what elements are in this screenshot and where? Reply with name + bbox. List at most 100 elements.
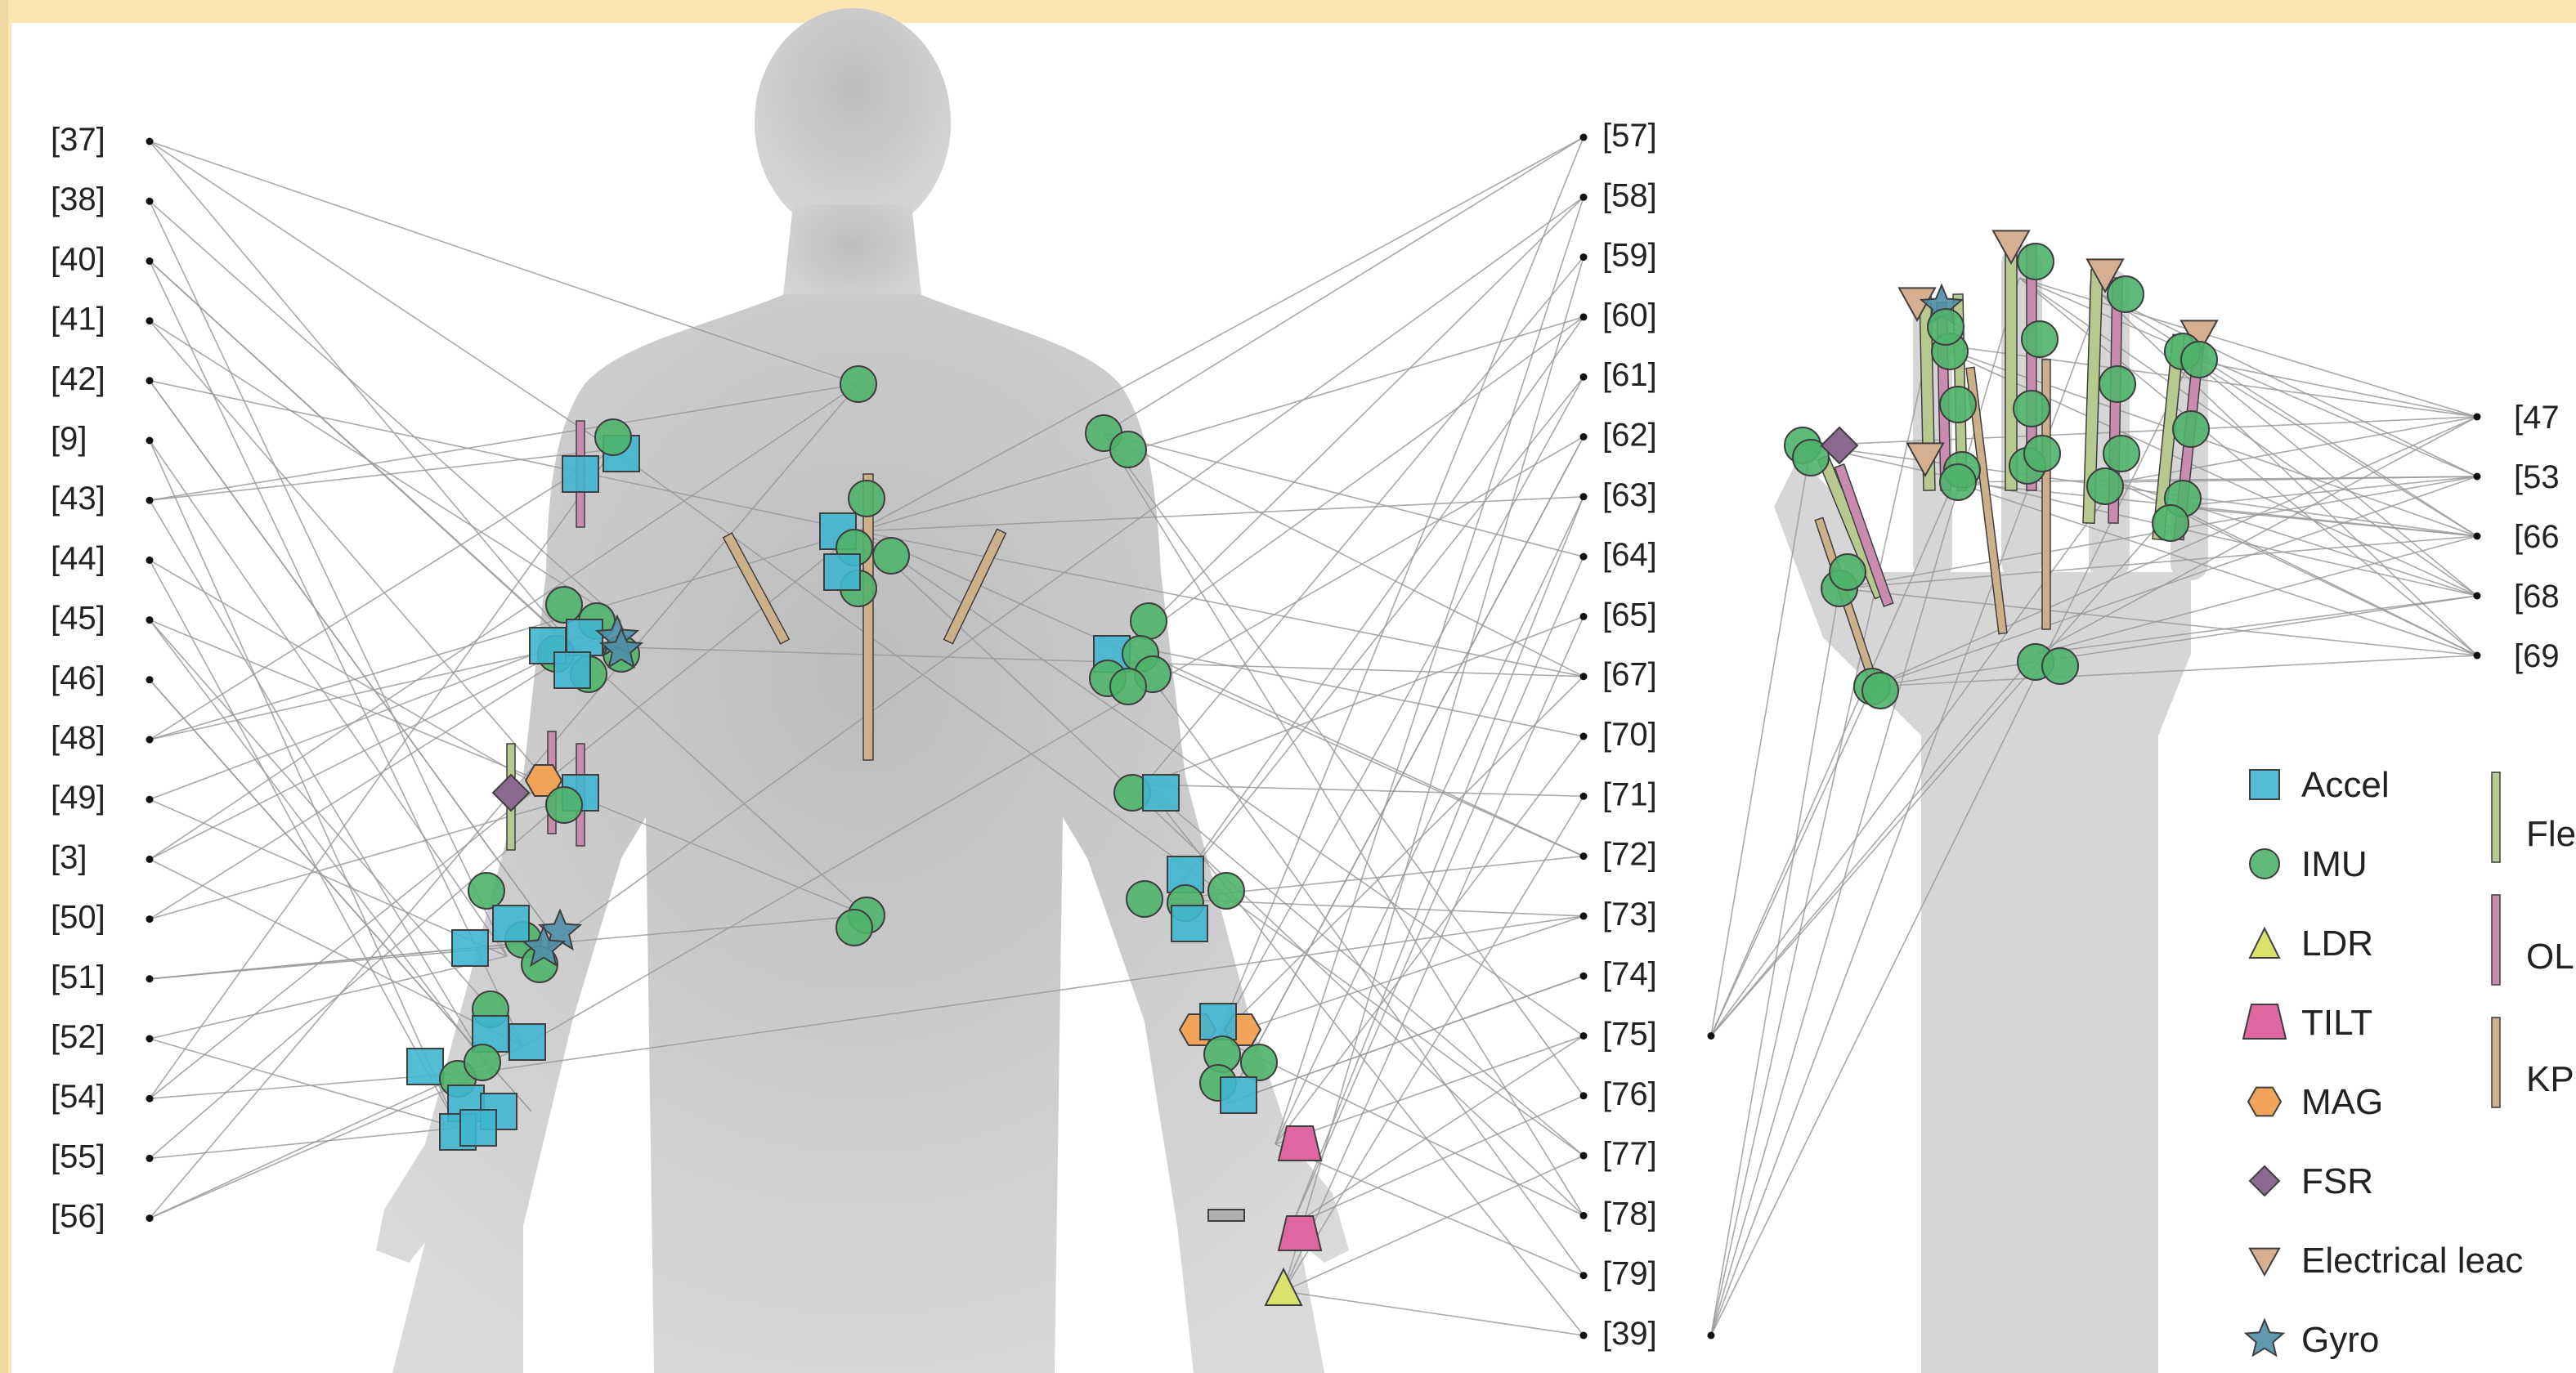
left-ref-anchor bbox=[146, 915, 154, 923]
connection-line bbox=[1275, 736, 1584, 1144]
imu-sensor bbox=[1127, 881, 1163, 917]
left-ref-label: [48] bbox=[51, 720, 105, 756]
middle-ref-anchor bbox=[1580, 1152, 1588, 1160]
accel-sensor bbox=[1143, 775, 1179, 811]
small-sensor-rect bbox=[1208, 1210, 1244, 1221]
hand-ref-label: [68 bbox=[2514, 579, 2560, 615]
middle-ref-label: [78] bbox=[1602, 1196, 1657, 1232]
middle-ref-label: [75] bbox=[1602, 1017, 1657, 1053]
legend-gyro-icon bbox=[2246, 1320, 2283, 1355]
connection-line bbox=[2191, 360, 2477, 417]
connection-line bbox=[1275, 497, 1584, 1144]
connection-line bbox=[1711, 686, 1872, 1036]
left-ref-label: [37] bbox=[51, 122, 105, 158]
middle-ref-anchor bbox=[1580, 553, 1588, 561]
connection-line bbox=[1284, 257, 1584, 1291]
legend-electrical-label: Electrical leac bbox=[2301, 1241, 2523, 1281]
legend-ldr-label: LDR bbox=[2301, 924, 2373, 964]
middle-ref-label: [67] bbox=[1602, 657, 1657, 693]
connection-line bbox=[1275, 197, 1584, 1144]
connection-line bbox=[1284, 1291, 1584, 1335]
left-ref-label: [44] bbox=[51, 540, 105, 576]
imu-sensor bbox=[2022, 321, 2058, 357]
middle-ref-anchor bbox=[1580, 973, 1588, 980]
left-ref-label: [45] bbox=[51, 601, 105, 637]
left-ref-anchor bbox=[146, 975, 154, 982]
imu-sensor bbox=[546, 787, 582, 823]
imu-sensor bbox=[1928, 309, 1964, 345]
middle-ref-label: [60] bbox=[1602, 297, 1657, 333]
middle-ref-label: [65] bbox=[1602, 597, 1657, 633]
middle-ref-label: [79] bbox=[1602, 1256, 1657, 1292]
accel-sensor bbox=[460, 1110, 496, 1146]
middle-ref-anchor bbox=[1580, 1212, 1588, 1219]
connection-line bbox=[1811, 417, 2477, 445]
left-ref-label: [49] bbox=[51, 780, 105, 816]
hand-side-anchor bbox=[1708, 1032, 1715, 1040]
middle-ref-label: [61] bbox=[1602, 357, 1657, 393]
legend-flex-icon bbox=[2492, 772, 2500, 862]
left-ref-anchor bbox=[146, 616, 154, 624]
connection-line bbox=[1218, 677, 1584, 1038]
connection-line bbox=[150, 141, 858, 384]
hand-silhouette bbox=[1774, 245, 2208, 1373]
left-ref-anchor bbox=[146, 736, 154, 744]
middle-ref-label: [77] bbox=[1602, 1136, 1657, 1172]
legend-imu-icon bbox=[2250, 849, 2279, 879]
left-ref-label: [3] bbox=[51, 839, 87, 875]
legend-mag-icon bbox=[2248, 1088, 2281, 1116]
human-body-silhouette bbox=[376, 8, 1349, 1373]
middle-ref-anchor bbox=[1580, 852, 1588, 860]
left-ref-anchor bbox=[146, 317, 154, 324]
imu-sensor bbox=[2099, 366, 2135, 402]
connection-line bbox=[1275, 1036, 1584, 1145]
left-ref-anchor bbox=[146, 437, 154, 445]
left-ref-anchor bbox=[146, 856, 154, 863]
imu-sensor bbox=[873, 538, 909, 574]
accel-sensor bbox=[493, 906, 529, 941]
connection-line bbox=[1104, 433, 1584, 677]
hand-ref-anchor bbox=[2474, 414, 2481, 421]
left-ref-label: [38] bbox=[51, 181, 105, 217]
left-ref-anchor bbox=[146, 377, 154, 384]
connection-line bbox=[1169, 317, 1584, 899]
left-ref-label: [55] bbox=[51, 1138, 105, 1174]
accel-sensor bbox=[1172, 906, 1207, 941]
imu-sensor bbox=[849, 481, 885, 517]
connection-line bbox=[1128, 317, 1584, 646]
accel-sensor bbox=[452, 930, 488, 966]
imu-sensor bbox=[1940, 387, 1976, 423]
left-ref-label: [56] bbox=[51, 1199, 105, 1235]
left-ref-label: [41] bbox=[51, 302, 105, 338]
connection-line bbox=[1104, 137, 1584, 433]
middle-ref-anchor bbox=[1580, 1032, 1588, 1040]
middle-ref-anchor bbox=[1580, 313, 1588, 320]
connection-line bbox=[150, 201, 507, 956]
middle-ref-anchor bbox=[1580, 253, 1588, 261]
hand-ref-label: [66 bbox=[2514, 519, 2560, 555]
left-ref-label: [50] bbox=[51, 900, 105, 936]
legend-accel-label: Accel bbox=[2301, 765, 2390, 805]
middle-ref-label: [39] bbox=[1602, 1316, 1657, 1352]
legend-ldr-icon bbox=[2250, 928, 2279, 958]
imu-sensor bbox=[2018, 244, 2054, 280]
middle-ref-anchor bbox=[1580, 1332, 1588, 1339]
hand-ref-label: [47 bbox=[2514, 400, 2560, 436]
left-ref-anchor bbox=[146, 497, 154, 504]
left-ref-anchor bbox=[146, 198, 154, 205]
middle-ref-anchor bbox=[1580, 373, 1588, 381]
connection-line bbox=[1292, 557, 1584, 1226]
middle-ref-anchor bbox=[1580, 134, 1588, 141]
imu-sensor bbox=[2024, 436, 2060, 472]
hand-side-anchor bbox=[1708, 1332, 1715, 1339]
connection-line bbox=[150, 956, 507, 1039]
middle-ref-anchor bbox=[1580, 1272, 1588, 1279]
left-ref-anchor bbox=[146, 1035, 154, 1043]
middle-ref-anchor bbox=[1580, 793, 1588, 800]
legend-kp-icon bbox=[2492, 1017, 2500, 1107]
middle-ref-anchor bbox=[1580, 1092, 1588, 1099]
connection-line bbox=[1104, 433, 1584, 557]
imu-sensor bbox=[2173, 411, 2209, 447]
middle-ref-label: [57] bbox=[1602, 118, 1657, 154]
